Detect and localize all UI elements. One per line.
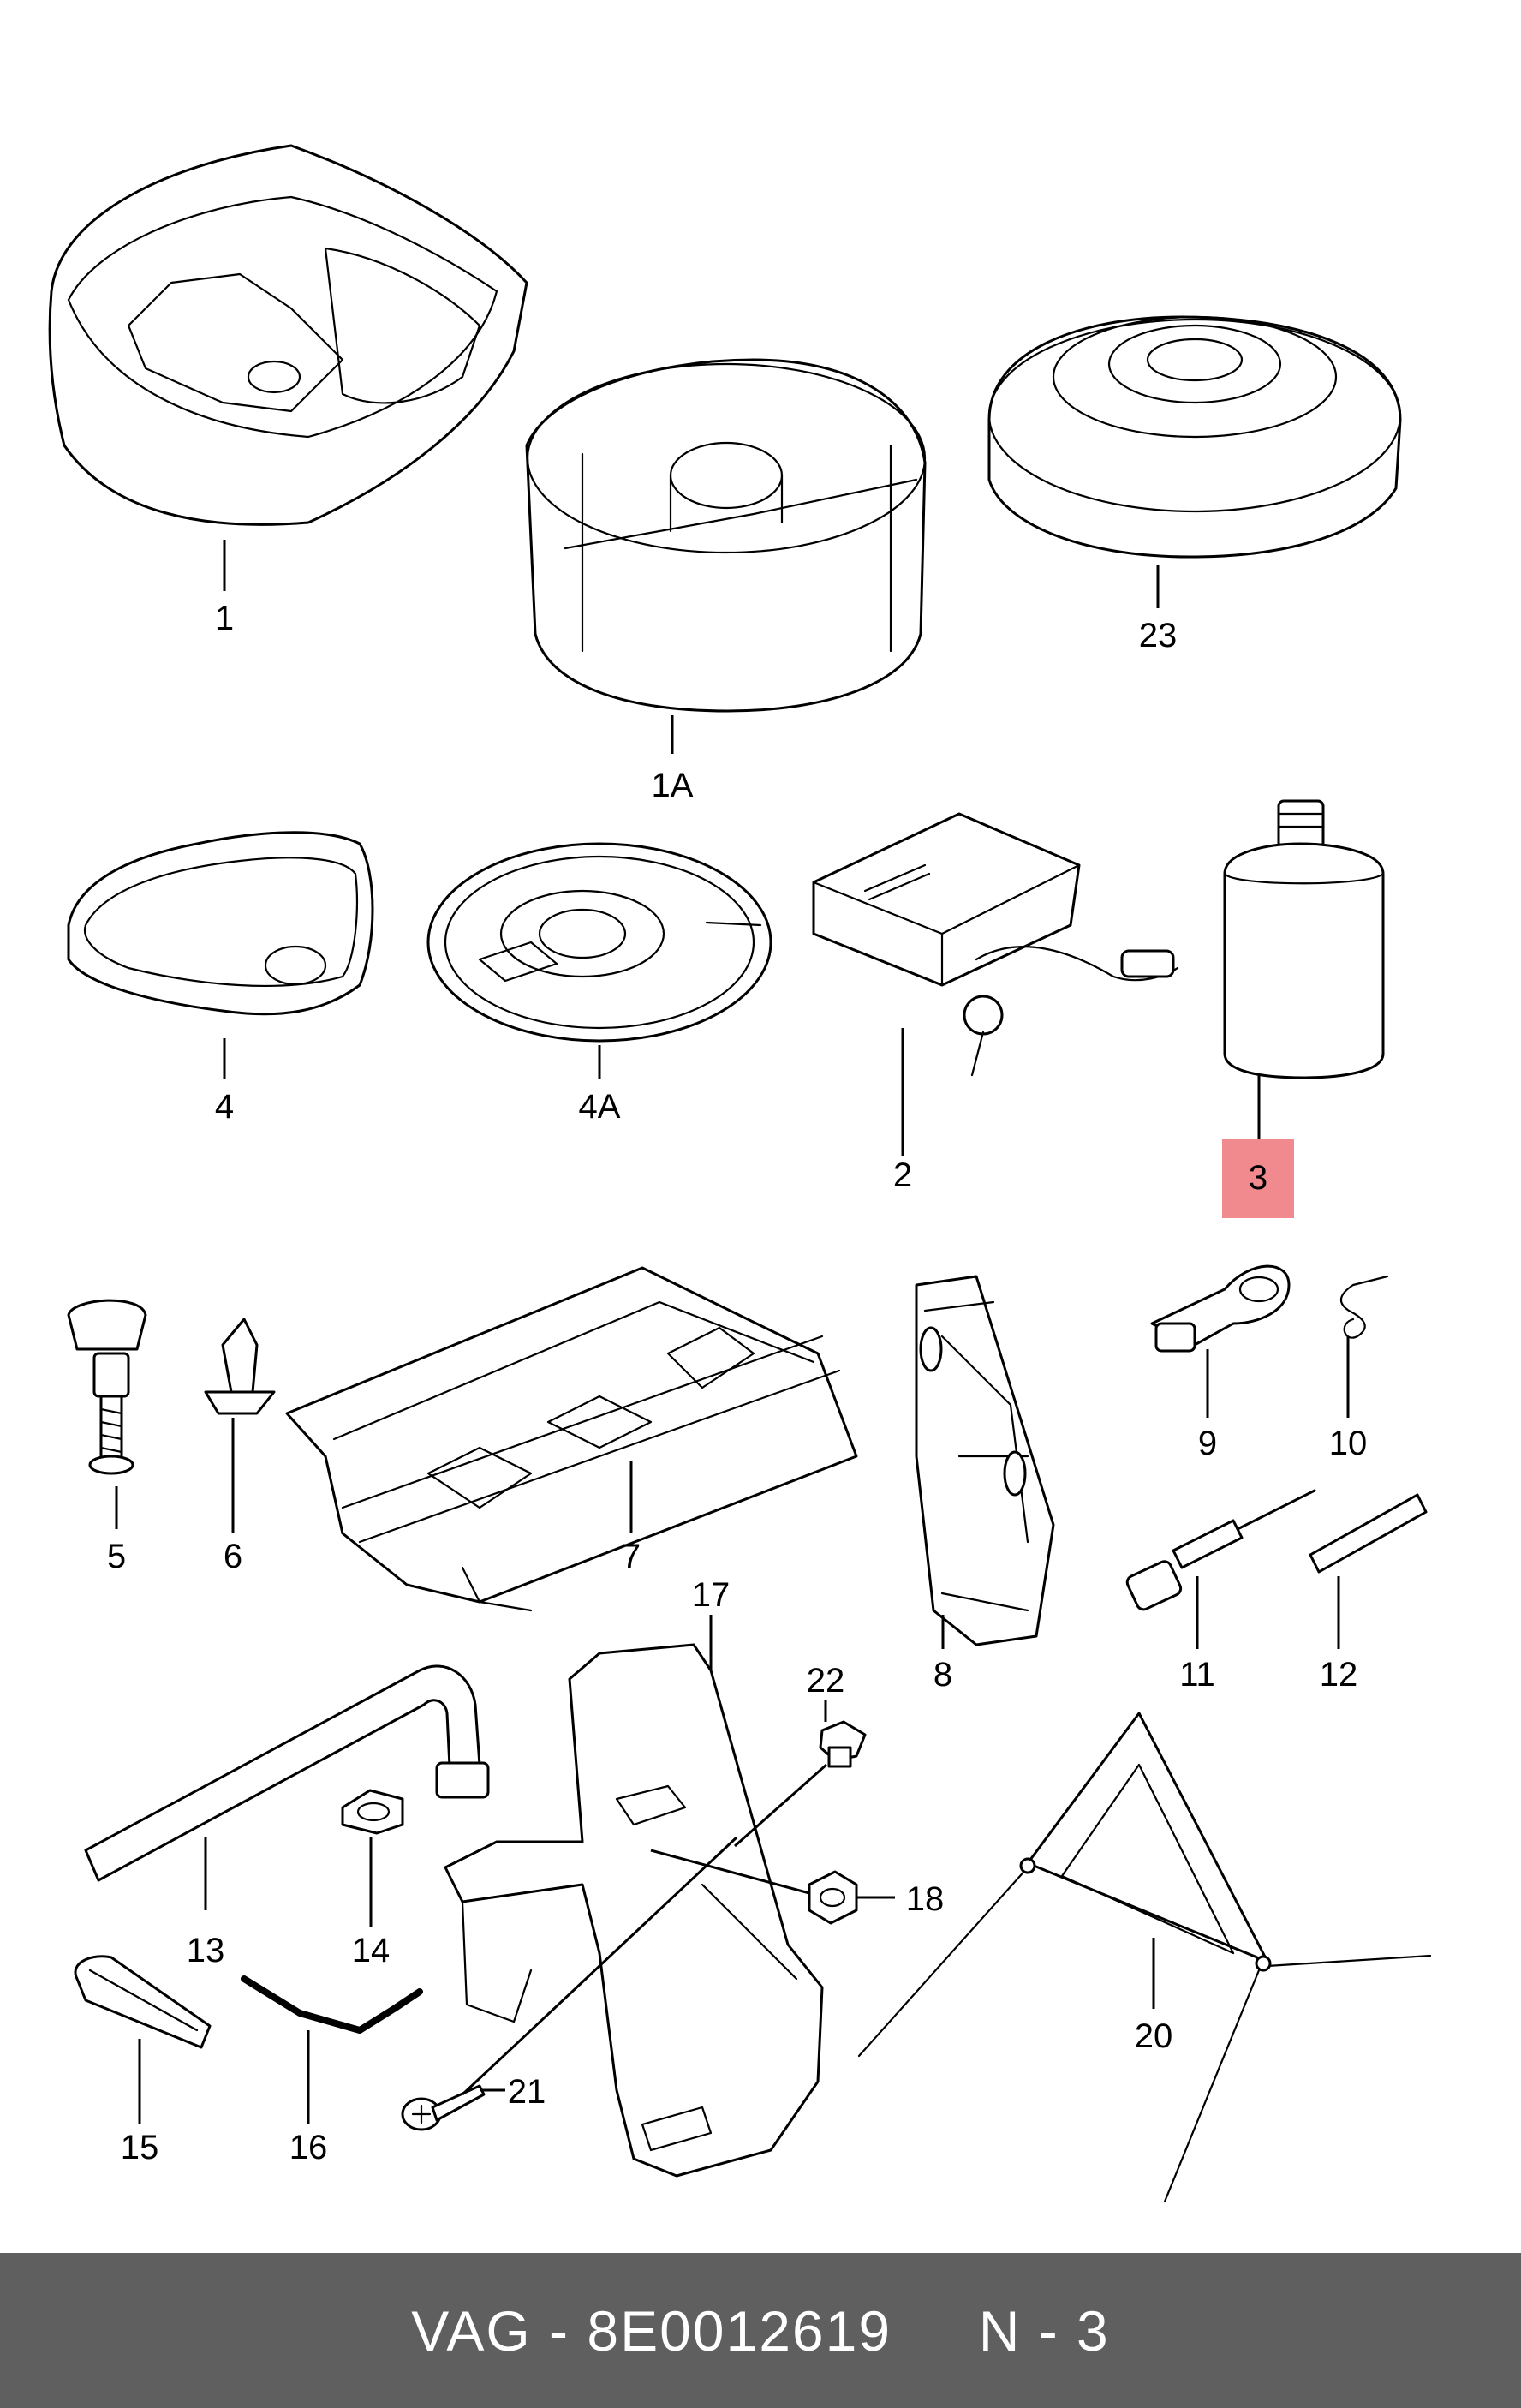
footer-caption: VAG - 8E0012619 N - 3 — [411, 2298, 1110, 2363]
part-15-strap — [74, 1955, 212, 2049]
callout-21: 21 — [508, 2073, 546, 2111]
callout-22: 22 — [807, 1662, 845, 1700]
callout-14: 14 — [352, 1932, 391, 1969]
callout-16: 16 — [289, 2129, 328, 2166]
part-10-spring-clip — [1339, 1275, 1389, 1339]
callout-3-highlight — [1222, 1139, 1294, 1218]
callout-8: 8 — [933, 1656, 952, 1694]
callout-4: 4 — [215, 1088, 234, 1126]
callout-13: 13 — [187, 1932, 225, 1969]
callout-7: 7 — [622, 1538, 641, 1575]
part-9-towing-eye — [1150, 1264, 1291, 1353]
footer-separator: - — [531, 2298, 588, 2363]
part-7-tool-tray — [285, 1266, 858, 1612]
callout-leader-21 — [461, 1836, 738, 2096]
footer-position: N - 3 — [978, 2298, 1110, 2363]
callout-6: 6 — [224, 1538, 242, 1575]
callout-1a: 1A — [652, 767, 694, 804]
callout-12: 12 — [1320, 1656, 1358, 1694]
part-22-expanding-rivet — [819, 1720, 867, 1768]
part-6-plastic-clip — [204, 1318, 276, 1415]
callout-17: 17 — [692, 1576, 731, 1614]
callout-2: 2 — [893, 1156, 912, 1194]
callout-leader-22 — [734, 1763, 827, 1848]
part-5-wing-bolt — [67, 1299, 147, 1475]
part-8-car-jack — [915, 1275, 1055, 1646]
callout-11: 11 — [1179, 1656, 1215, 1694]
part-13-wheel-brace — [84, 1664, 490, 1882]
footer-bar: VAG - 8E0012619 N - 3 — [0, 2253, 1521, 2408]
part-4-foam-tray — [67, 831, 374, 1016]
part-17-holder — [444, 1643, 824, 2178]
callout-3: 3 — [1249, 1159, 1268, 1197]
callout-5: 5 — [107, 1538, 126, 1575]
part-3-sealant-bottle — [1223, 799, 1385, 1079]
callout-9: 9 — [1198, 1425, 1217, 1462]
part-16-hook-rod — [241, 1975, 423, 2034]
part-12-removal-pin — [1309, 1493, 1428, 1574]
callout-15: 15 — [121, 2129, 159, 2166]
callout-10: 10 — [1329, 1425, 1368, 1462]
callout-23: 23 — [1139, 617, 1178, 654]
footer-part-number: 8E0012619 — [587, 2298, 892, 2363]
part-18-flange-nut — [808, 1870, 858, 1925]
footer-brand: VAG — [411, 2298, 532, 2363]
part-1-wheel-well-tray — [48, 144, 528, 526]
part-14-nut — [341, 1789, 404, 1835]
callout-1: 1 — [215, 600, 234, 637]
part-21-screw — [401, 2084, 486, 2131]
part-11-screwdriver — [1125, 1489, 1316, 1611]
part-23-wheel-cover — [987, 315, 1402, 559]
part-20-warning-triangle — [857, 1712, 1432, 2203]
part-4a-foam-disc — [426, 842, 772, 1043]
callout-18: 18 — [906, 1880, 945, 1918]
part-1a-spare-wheel-insert — [525, 358, 927, 713]
footer-gap — [892, 2299, 979, 2363]
part-2-tyre-inflator-compressor — [812, 812, 1179, 1077]
parts-diagram: 1 1A 23 4 4A — [48, 144, 1432, 2203]
callout-leader-18 — [650, 1849, 810, 1895]
callout-20: 20 — [1135, 2017, 1173, 2055]
callout-4a: 4A — [579, 1088, 621, 1126]
